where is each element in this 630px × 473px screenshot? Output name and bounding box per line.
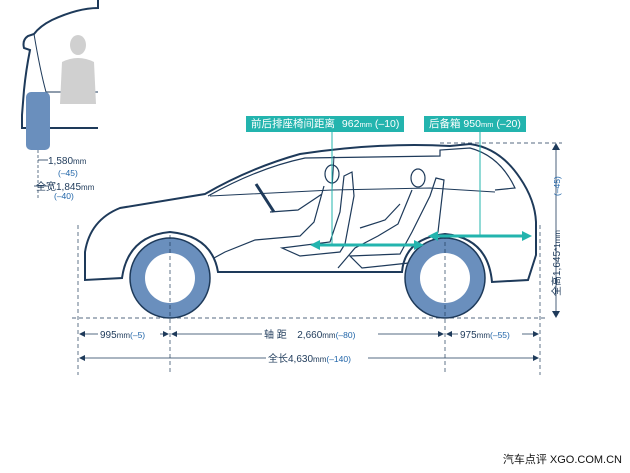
rear-seat-distance-label: 前后排座椅间距离 962mm (–10) [246, 116, 405, 132]
length-text: 全长4,630mm(–140) [268, 352, 351, 365]
trunk-length-arrow [428, 231, 532, 241]
wheelbase-text: 轴 距 2,660mm(–80) [264, 325, 356, 342]
window-outline [207, 147, 516, 197]
rear-seat [348, 177, 445, 269]
watermark: 汽车点评 XGO.COM.CN [502, 454, 622, 466]
height-text: 全高1,645*1mm [550, 230, 563, 296]
width-text: 全宽1,845mm [36, 180, 95, 193]
front-view: 1,580mm (–45) 全宽1,845mm (–40) [21, 0, 99, 201]
side-window-sill [209, 187, 496, 197]
rear-passenger-head [410, 168, 426, 188]
front-view-body-outline [21, 0, 99, 129]
front-view-tire [26, 92, 50, 150]
rear-seat-distance-arrow [310, 240, 424, 250]
rear-passenger-silhouette [337, 168, 445, 269]
steering-wheel [254, 183, 276, 213]
overhang-wheelbase-arrowheads [79, 331, 539, 337]
track-text: 1,580mm [48, 156, 87, 167]
front-overhang-text: 995mm(–5) [100, 330, 145, 341]
trunk-length-label: 后备箱 950mm (–20) [424, 116, 526, 132]
driver-body [213, 185, 325, 259]
car-body-outline [84, 142, 537, 284]
side-view: 全高1,645*1mm (–45) 995mm(–5) 轴 距 2,660mm(… [72, 130, 563, 375]
front-seat [279, 171, 355, 257]
track-delta: (–45) [58, 168, 78, 178]
width-delta: (–40) [54, 191, 74, 201]
front-view-passenger-silhouette [60, 35, 96, 104]
rear-passenger-body [337, 189, 413, 269]
front-view-window-line [33, 33, 98, 93]
height-delta: (–45) [552, 176, 562, 196]
rear-overhang-text: 975mm(–55) [460, 330, 510, 341]
